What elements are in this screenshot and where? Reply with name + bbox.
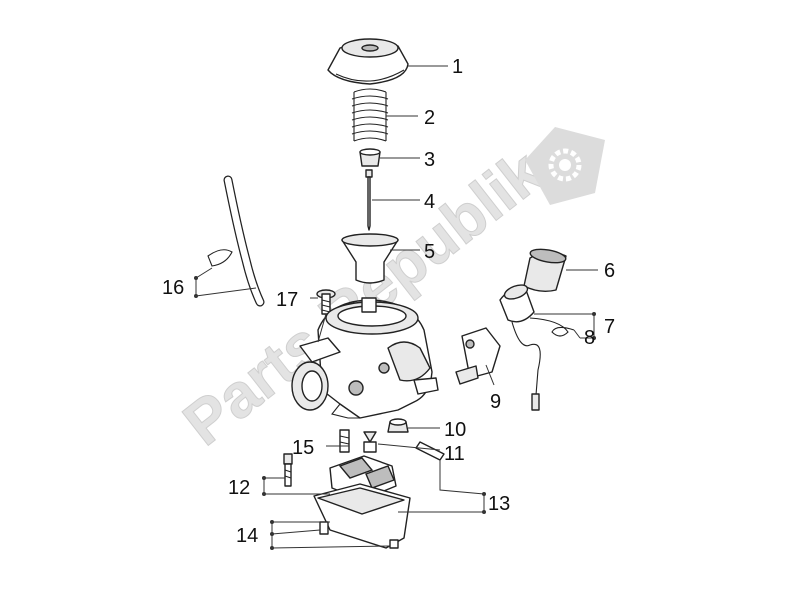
callout-9: 9 (490, 391, 501, 413)
callout-10: 10 (444, 419, 466, 441)
part-14-bowl (313, 483, 411, 549)
part-7-choke (499, 284, 541, 411)
part-10-nut (387, 418, 409, 433)
callout-12: 12 (228, 477, 250, 499)
callout-6: 6 (604, 260, 615, 282)
part-9-sensor (455, 327, 501, 385)
leader-lines (194, 65, 598, 550)
part-12-screw (283, 453, 293, 487)
part-5-slide (341, 233, 399, 284)
callout-16: 16 (162, 277, 184, 299)
callout-5: 5 (424, 241, 435, 263)
callout-7: 7 (604, 316, 615, 338)
callout-labels: 1 2 3 4 5 6 7 8 9 10 11 12 13 14 15 16 1… (162, 56, 615, 547)
callout-1: 1 (452, 56, 463, 78)
part-8-clip (529, 317, 575, 337)
callout-14: 14 (236, 525, 258, 547)
part-2-spring (351, 88, 389, 142)
callout-11: 11 (444, 443, 465, 465)
gear-icon (525, 127, 605, 205)
part-3-retainer (359, 148, 381, 167)
carburetor-body (291, 297, 439, 419)
callout-13: 13 (488, 493, 510, 515)
callout-8: 8 (584, 327, 595, 349)
part-16-hose (207, 175, 265, 307)
callout-4: 4 (424, 191, 435, 213)
part-6-sleeve (523, 248, 567, 293)
part-15-jet (339, 429, 350, 453)
callout-3: 3 (424, 149, 435, 171)
callout-2: 2 (424, 107, 435, 129)
callout-17: 17 (276, 289, 298, 311)
part-1-cap (327, 38, 409, 85)
part-11-jet (363, 431, 377, 453)
part-4-needle (365, 169, 373, 231)
callout-15: 15 (292, 437, 314, 459)
